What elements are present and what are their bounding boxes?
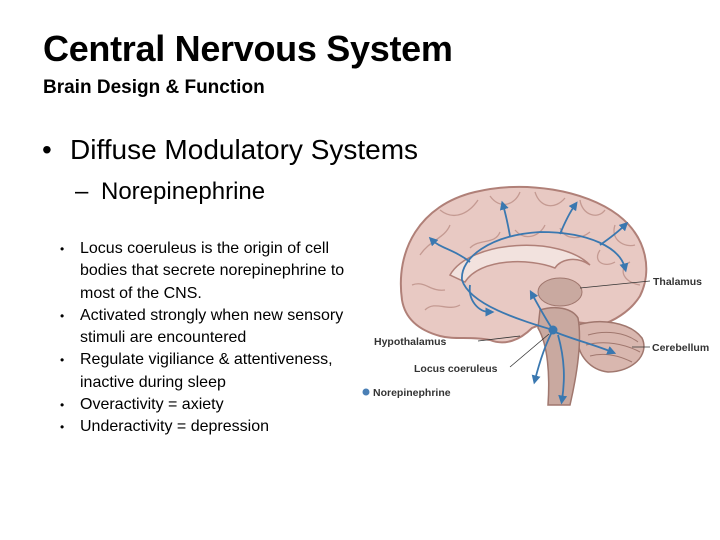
bullet-dot: • bbox=[60, 398, 65, 413]
bullet-list: • Locus coeruleus is the origin of cell b… bbox=[60, 238, 350, 439]
bullet-level-1: • Diffuse Modulatory Systems bbox=[42, 134, 418, 166]
slide-title: Central Nervous System bbox=[43, 28, 453, 69]
leader-lines bbox=[477, 280, 651, 368]
list-item: • Regulate vigiliance & attentiveness, in… bbox=[60, 349, 350, 394]
slide-subtitle: Brain Design & Function bbox=[43, 77, 265, 98]
bullet-dot: • bbox=[60, 242, 65, 256]
list-item: • Locus coeruleus is the origin of cell b… bbox=[60, 238, 350, 305]
list-item-text: Locus coeruleus is the origin of cell bo… bbox=[80, 240, 345, 302]
cerebellum-label: Cerebellum bbox=[652, 342, 709, 354]
brain-diagram: Thalamus Hypothalamus Cerebellum Locus c… bbox=[362, 185, 709, 406]
cerebrum bbox=[399, 185, 648, 344]
bullet-dot: • bbox=[60, 308, 65, 323]
bullet-level-1-text: Diffuse Modulatory Systems bbox=[70, 134, 419, 165]
bullet-dot: • bbox=[60, 353, 65, 368]
thalamus bbox=[537, 277, 583, 307]
corpus-callosum bbox=[448, 244, 591, 283]
locus-coeruleus-label: Locus coeruleus bbox=[414, 363, 498, 375]
list-item-text: Overactivity = axiety bbox=[80, 396, 224, 414]
list-item: • Activated strongly when new sensory sti… bbox=[60, 305, 350, 350]
list-item: • Overactivity = axiety bbox=[60, 394, 350, 416]
list-item-text: Regulate vigiliance & attentiveness, ina… bbox=[80, 351, 333, 391]
list-item-text: Activated strongly when new sensory stim… bbox=[80, 306, 344, 347]
list-item-text: Underactivity = depression bbox=[80, 418, 269, 436]
bullet-level-2-text: Norepinephrine bbox=[101, 178, 266, 205]
bullet-level-2: –Norepinephrine bbox=[75, 178, 265, 206]
thalamus-label: Thalamus bbox=[653, 276, 702, 288]
bullet-dot: • bbox=[60, 420, 65, 435]
locus-coeruleus-marker bbox=[548, 325, 558, 335]
bullet-dot: • bbox=[42, 134, 52, 165]
legend-dot bbox=[362, 388, 370, 396]
bullet-dash: – bbox=[75, 178, 89, 205]
hypothalamus-label: Hypothalamus bbox=[374, 336, 447, 348]
legend-label: Norepinephrine bbox=[373, 387, 451, 399]
brainstem bbox=[537, 306, 581, 406]
list-item: • Underactivity = depression bbox=[60, 416, 350, 438]
